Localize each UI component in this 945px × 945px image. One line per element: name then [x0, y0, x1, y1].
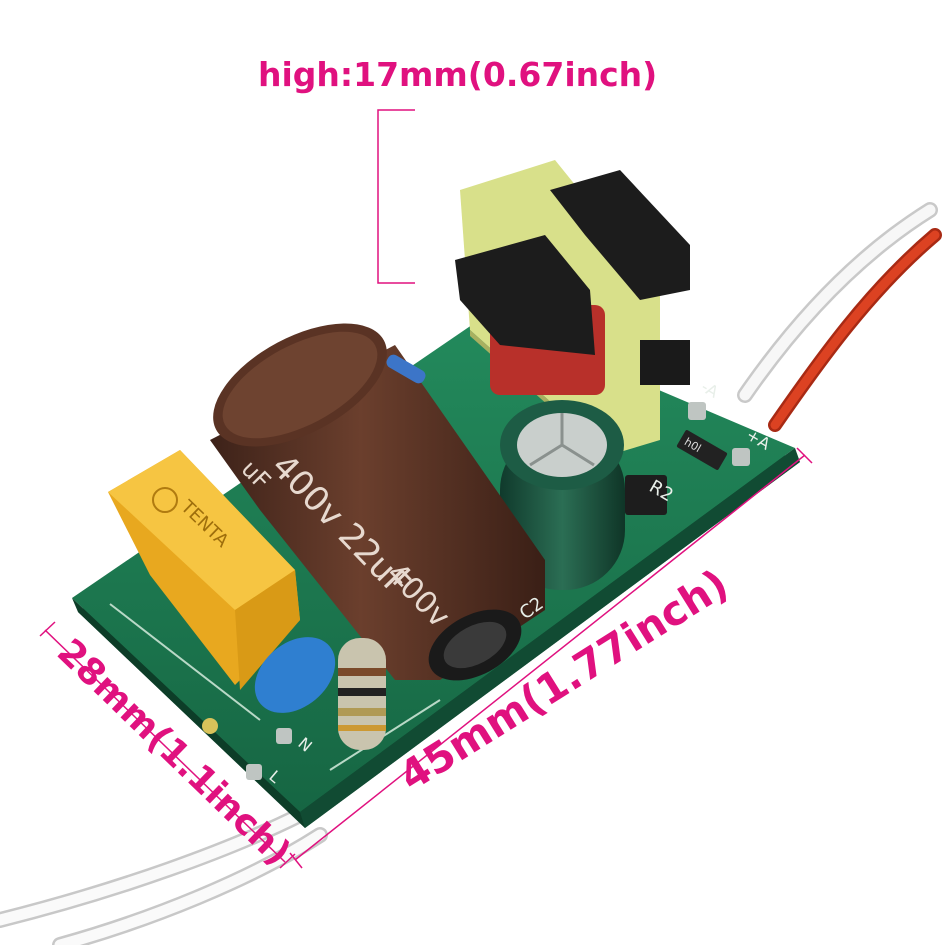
output-wires: [737, 202, 942, 432]
diode: [625, 475, 667, 515]
x-capacitor: TENTA: [108, 450, 300, 690]
x-capacitor-logo: [152, 487, 178, 513]
pad-plus: [732, 448, 750, 466]
width-dim-line: [44, 629, 286, 863]
main-electrolytic-capacitor: uF 400v 22uF 400v: [210, 323, 545, 681]
length-dim-line: [294, 454, 806, 861]
blue-ceramic-capacitor: [254, 637, 336, 713]
input-wires: [0, 807, 328, 945]
pad-minus: [688, 402, 706, 420]
height-bracket: [377, 109, 415, 284]
pad-n: [276, 728, 292, 744]
dimension-lines: [39, 109, 813, 869]
pad-l: [246, 764, 262, 780]
power-resistor: [338, 638, 386, 750]
height-dimension-label: high:17mm(0.67inch): [258, 55, 658, 94]
white-wire-output: [737, 202, 938, 403]
blue-inductor: [386, 354, 426, 384]
smd-resistor: h0l: [676, 430, 728, 470]
silk-minus-label: -A: [698, 377, 722, 402]
